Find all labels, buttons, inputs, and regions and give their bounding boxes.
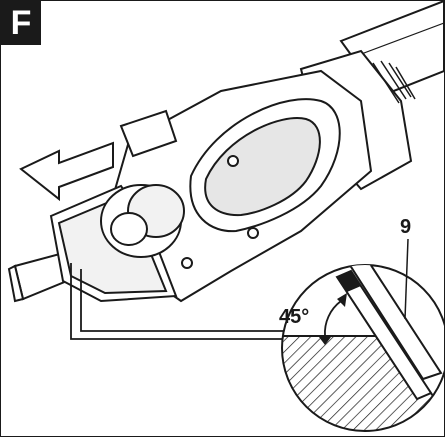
detail-magnifier <box>281 264 444 432</box>
direction-arrow <box>19 141 114 202</box>
callout-leader-line <box>404 238 409 320</box>
leader-lines <box>70 263 284 340</box>
figure-letter-badge: F <box>1 1 41 45</box>
power-tool-body <box>49 49 416 303</box>
